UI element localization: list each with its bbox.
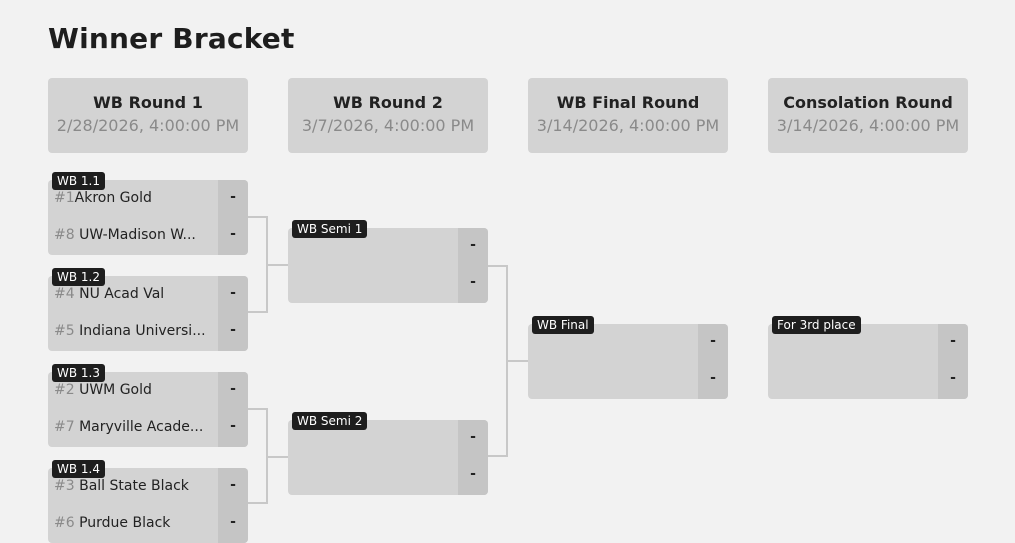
team-name: Maryville Acade...: [79, 419, 204, 435]
round-name: Consolation Round: [783, 93, 953, 112]
team-slot-1[interactable]: #2 UWM Gold: [54, 382, 214, 398]
team-2-score: -: [230, 514, 236, 530]
round-name: WB Round 2: [333, 93, 443, 112]
team-1-score: -: [230, 381, 236, 397]
match-label: WB 1.3: [52, 364, 105, 382]
team-2-score: -: [230, 226, 236, 242]
round-date: 3/14/2026, 4:00:00 PM: [776, 116, 960, 135]
match-label: WB Semi 1: [292, 220, 368, 238]
team-slot-2[interactable]: #5 Indiana Universi...: [54, 323, 214, 339]
team-seed: #8: [54, 227, 75, 243]
round-date: 3/14/2026, 4:00:00 PM: [536, 116, 720, 135]
score-column: [218, 468, 248, 543]
team-seed: #1: [54, 190, 75, 206]
match-third-place[interactable]: For 3rd place - -: [768, 316, 968, 399]
team-seed: #5: [54, 323, 75, 339]
match-wb-final[interactable]: WB Final - -: [528, 316, 728, 399]
team-slot-2[interactable]: #7 Maryville Acade...: [54, 419, 214, 435]
page-title: Winner Bracket: [48, 22, 295, 55]
round-name: WB Final Round: [556, 93, 700, 112]
team-name: Purdue Black: [79, 515, 171, 531]
round-header-consolation-round: Consolation Round 3/14/2026, 4:00:00 PM: [768, 78, 968, 153]
team-1-score: -: [710, 333, 716, 349]
team-seed: #3: [54, 478, 75, 494]
team-slot-2[interactable]: #8 UW-Madison W...: [54, 227, 214, 243]
team-2-score: -: [230, 418, 236, 434]
team-name: Akron Gold: [74, 190, 152, 206]
score-column: [458, 228, 488, 303]
team-seed: #4: [54, 286, 75, 302]
match-wb-1-1[interactable]: WB 1.1 #1Akron Gold - #8 UW-Madison W...…: [48, 172, 248, 255]
score-column: [458, 420, 488, 495]
match-wb-1-4[interactable]: WB 1.4 #3 Ball State Black - #6 Purdue B…: [48, 460, 248, 543]
team-1-score: -: [950, 333, 956, 349]
team-2-score: -: [710, 370, 716, 386]
team-1-score: -: [470, 237, 476, 253]
match-label: WB 1.4: [52, 460, 105, 478]
team-seed: #7: [54, 419, 75, 435]
team-1-score: -: [230, 477, 236, 493]
team-name: Indiana Universi...: [79, 323, 206, 339]
team-slot-1[interactable]: #1Akron Gold: [54, 190, 214, 206]
match-label: WB Semi 2: [292, 412, 368, 430]
score-column: [218, 276, 248, 351]
team-2-score: -: [470, 466, 476, 482]
team-name: UWM Gold: [79, 382, 152, 398]
match-label: WB 1.1: [52, 172, 105, 190]
team-2-score: -: [950, 370, 956, 386]
round-header-wb-round-2: WB Round 2 3/7/2026, 4:00:00 PM: [288, 78, 488, 153]
team-1-score: -: [470, 429, 476, 445]
match-label: WB Final: [532, 316, 594, 334]
team-name: UW-Madison W...: [79, 227, 196, 243]
team-name: NU Acad Val: [79, 286, 165, 302]
team-slot-1[interactable]: #3 Ball State Black: [54, 478, 214, 494]
match-label: For 3rd place: [772, 316, 861, 334]
team-seed: #2: [54, 382, 75, 398]
score-column: [218, 372, 248, 447]
round-date: 3/7/2026, 4:00:00 PM: [301, 116, 475, 135]
team-seed: #6: [54, 515, 75, 531]
score-column: [698, 324, 728, 399]
match-wb-semi-1[interactable]: WB Semi 1 - -: [288, 220, 488, 303]
team-name: Ball State Black: [79, 478, 189, 494]
team-1-score: -: [230, 285, 236, 301]
round-header-wb-round-1: WB Round 1 2/28/2026, 4:00:00 PM: [48, 78, 248, 153]
match-wb-1-3[interactable]: WB 1.3 #2 UWM Gold - #7 Maryville Acade.…: [48, 364, 248, 447]
team-2-score: -: [470, 274, 476, 290]
round-name: WB Round 1: [93, 93, 203, 112]
team-slot-2[interactable]: #6 Purdue Black: [54, 515, 214, 531]
round-date: 2/28/2026, 4:00:00 PM: [56, 116, 240, 135]
match-label: WB 1.2: [52, 268, 105, 286]
match-wb-semi-2[interactable]: WB Semi 2 - -: [288, 412, 488, 495]
score-column: [938, 324, 968, 399]
match-wb-1-2[interactable]: WB 1.2 #4 NU Acad Val - #5 Indiana Unive…: [48, 268, 248, 351]
team-1-score: -: [230, 189, 236, 205]
team-2-score: -: [230, 322, 236, 338]
round-header-wb-final-round: WB Final Round 3/14/2026, 4:00:00 PM: [528, 78, 728, 153]
score-column: [218, 180, 248, 255]
team-slot-1[interactable]: #4 NU Acad Val: [54, 286, 214, 302]
